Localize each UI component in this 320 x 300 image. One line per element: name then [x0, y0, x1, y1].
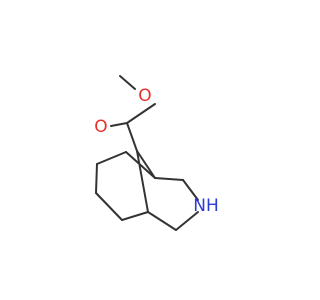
atom-ring-nitrogen: NH	[193, 196, 219, 216]
bond-carbonyl-c9	[126, 122, 138, 152]
bond-c7-c6	[95, 163, 98, 194]
bond-c5-cx	[121, 211, 149, 221]
bond-c4-c5	[147, 211, 177, 231]
bond-methoxy-o-c	[126, 103, 156, 124]
bond-c1-c2	[154, 177, 184, 181]
bond-c1-c8	[125, 151, 156, 179]
bond-c-o-double-1	[110, 122, 128, 127]
bond-c6-c5	[95, 192, 123, 221]
molecule-diagram: O O NH	[94, 75, 219, 231]
bond-c9-c5	[136, 150, 149, 213]
bond-c9-c1	[136, 150, 156, 179]
atom-carbonyl-oxygen: O	[94, 117, 107, 137]
bond-c8-c7	[96, 151, 127, 165]
bond-c2-n	[182, 179, 199, 201]
structure-canvas: O O NH	[94, 75, 219, 231]
bond-methyl-o	[119, 75, 136, 90]
atom-methoxy-oxygen: O	[138, 86, 151, 106]
bond-n-c4	[175, 211, 199, 231]
